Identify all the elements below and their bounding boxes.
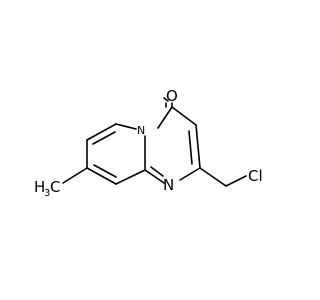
bond-c6-c7 [86,123,117,141]
bond-c2-n1 [179,167,201,181]
n-bridgehead-label: N [137,124,145,137]
bond-carbonyl-double [163,97,169,102]
oxygen-label: O [166,87,178,105]
bond-ch2-cl [225,175,247,187]
methyl-subscript: 3 [44,188,50,199]
bond-n1-c9a-double [150,166,164,177]
bond-n1-c9a [144,169,165,184]
bond-c6-c7-double [92,131,116,145]
bond-c2-ch2 [199,167,227,187]
bond-c8-c9-double [93,164,117,178]
chlorine-label: Cl [248,167,263,185]
methyl-h-label: H [34,178,45,196]
bond-n-c4 [157,106,173,129]
bond-c8-methyl [62,167,88,184]
bond-c3-c2 [195,124,201,169]
methyl-c-label: C [50,178,60,196]
bond-n-c6 [115,123,137,130]
bond-c3-c2-double [188,130,193,165]
bond-c9-c9a [115,169,146,185]
bond-c8-c9 [86,167,117,185]
n-ring-label: N [163,176,174,194]
bond-c4-c3 [171,106,197,126]
chemical-structure-diagram: O N N Cl H 3 C [34,87,263,199]
